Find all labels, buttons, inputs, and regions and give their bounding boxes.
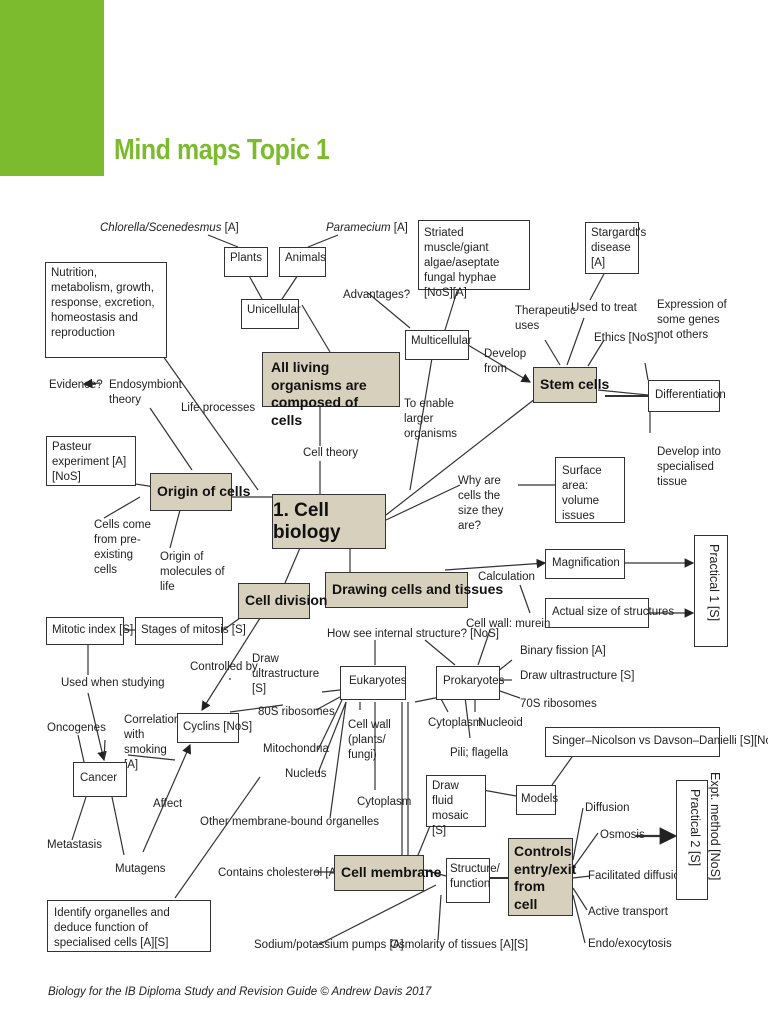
- box-structure-function: Structure/ function: [446, 858, 500, 903]
- label-cell-wall-murein: Cell wall: murein: [466, 618, 551, 630]
- box-practical-2: Practical 2 [S]: [676, 780, 708, 900]
- box-stargardt: Stargardt's disease [A]: [585, 222, 646, 274]
- label-used-when: Used when studying: [61, 677, 165, 689]
- label-draw-ultra-euk: Draw ultrastructure [S]: [252, 653, 320, 695]
- box-stages-mitosis: Stages of mitosis [S]: [135, 617, 246, 645]
- label-nucleoid: Nucleoid: [478, 717, 523, 729]
- label-develop-into: Develop into specialised tissue: [657, 446, 721, 488]
- label-endosymbiont: Endosymbiont theory: [109, 379, 182, 406]
- label-therapeutic-uses: Therapeutic uses: [515, 305, 576, 332]
- box-plants: Plants: [224, 247, 268, 277]
- label-calculation: Calculation: [478, 571, 535, 583]
- label-paramecium-tag: [A]: [390, 222, 408, 234]
- practical-1-text: Practical 1 [S]: [707, 544, 721, 622]
- label-origin-molecules: Origin of molecules of life: [160, 551, 225, 593]
- box-actual-size: Actual size of structures: [545, 598, 674, 628]
- box-magnification: Magnification: [545, 549, 625, 579]
- box-mitotic-index: Mitotic index [S]: [46, 617, 133, 645]
- label-diffusion: Diffusion: [585, 802, 630, 814]
- box-practical-1: Practical 1 [S]: [694, 535, 728, 647]
- footer-credit: Biology for the IB Diploma Study and Rev…: [48, 986, 432, 998]
- label-endo-exocytosis: Endo/exocytosis: [588, 938, 672, 950]
- box-draw-fluid-mosaic: Draw fluid mosaic [S]: [426, 775, 486, 837]
- box-pasteur: Pasteur experiment [A][NoS]: [46, 436, 136, 486]
- label-life-processes: Life processes: [181, 402, 256, 414]
- box-nutrition: Nutrition, metabolism, growth, response,…: [45, 262, 167, 358]
- label-why-size: Why are cells the size they are?: [458, 475, 504, 532]
- label-correlation: Correlation with smoking [A]: [124, 714, 181, 771]
- label-expression: Expression of some genes not others: [657, 299, 727, 341]
- label-ethics: Ethics [NoS]: [594, 332, 658, 344]
- label-paramecium: Paramecium [A]: [326, 221, 408, 236]
- label-cell-theory: Cell theory: [301, 446, 360, 461]
- label-mitochondria: Mitochondria: [263, 743, 329, 755]
- box-prokaryotes: Prokaryotes: [436, 666, 504, 700]
- node-stem-cells: Stem cells: [533, 367, 609, 403]
- label-chlorella: Chlorella/Scenedesmus [A]: [100, 221, 239, 236]
- label-affect: Affect: [153, 798, 183, 810]
- header-color-block: [0, 0, 104, 176]
- label-sodium-potassium: Sodium/potassium pumps [A]: [254, 939, 404, 951]
- label-chlorella-name: Chlorella/Scenedesmus: [100, 222, 222, 234]
- label-cytoplasm-prok: Cytoplasm: [428, 717, 483, 729]
- node-controls-entry-exit: Controls entry/exit from cell: [508, 838, 576, 916]
- label-develop-from: Develop from: [484, 348, 527, 375]
- label-osmosis: Osmosis: [600, 829, 645, 841]
- practical-2-text: Practical 2 [S]: [688, 789, 702, 867]
- label-paramecium-name: Paramecium: [326, 222, 391, 234]
- label-cell-wall-plants: Cell wall (plants/ fungi): [348, 719, 391, 761]
- label-to-enable: To enable larger organisms: [404, 398, 458, 440]
- label-osmolarity: Osmolarity of tissues [A][S]: [390, 939, 529, 951]
- label-evidence: Evidence?: [49, 379, 103, 391]
- label-pili: Pili; flagella: [450, 747, 509, 759]
- box-differentiation: Differentiation: [648, 380, 726, 412]
- label-controlled-by: Controlled by: [190, 661, 258, 673]
- node-cell-biology: 1. Cell biology: [272, 494, 386, 549]
- label-contains-cholesterol: Contains cholesterol [A]: [218, 867, 340, 879]
- label-cells-come: Cells come from pre-existing cells: [94, 519, 151, 576]
- label-80s-ribosomes: 80S ribosomes: [258, 706, 335, 718]
- box-striated-muscle: Striated muscle/giant algae/aseptate fun…: [418, 220, 530, 299]
- label-oncogenes: Oncogenes: [47, 722, 106, 734]
- label-binary-fission: Binary fission [A]: [520, 645, 606, 657]
- box-cancer: Cancer: [73, 762, 127, 797]
- box-identify-organelles: Identify organelles and deduce function …: [47, 900, 211, 952]
- box-singer-nicolson: Singer–Nicolson vs Davson–Danielli [S][N…: [545, 727, 768, 757]
- node-origin-of-cells: Origin of cells: [150, 473, 250, 511]
- box-models: Models: [516, 785, 558, 815]
- node-cell-membrane: Cell membrane: [334, 855, 441, 891]
- box-cyclins: Cyclins [NoS]: [177, 713, 252, 743]
- label-nucleus: Nucleus: [285, 768, 327, 780]
- box-surface-area: Surface area: volume issues: [555, 457, 625, 523]
- label-cytoplasm-euk: Cytoplasm: [357, 796, 412, 808]
- node-cell-division: Cell division: [238, 583, 327, 619]
- label-used-to-treat: Used to treat: [571, 302, 637, 314]
- page-title: Mind maps Topic 1: [114, 134, 330, 166]
- label-draw-ultra-prok: Draw ultrastructure [S]: [520, 670, 635, 682]
- node-all-living-organisms: All living organisms are composed of cel…: [262, 352, 400, 428]
- box-multicellular: Multicellular: [405, 330, 472, 360]
- label-advantages: Advantages?: [343, 289, 411, 301]
- label-chlorella-tag: [A]: [221, 222, 239, 234]
- label-metastasis: Metastasis: [47, 839, 102, 851]
- label-70s-ribosomes: 70S ribosomes: [520, 698, 597, 710]
- node-drawing-cells: Drawing cells and tissues: [325, 572, 503, 608]
- label-expt-method: Expt. method [NoS]: [708, 772, 722, 881]
- label-other-organelles: Other membrane-bound organelles: [200, 816, 379, 828]
- label-how-see: How see internal structure? [NoS]: [327, 628, 499, 640]
- box-eukaryotes: Eukaryotes: [340, 666, 407, 700]
- label-facilitated-diffusion: Facilitated diffusion: [588, 870, 687, 882]
- label-active-transport: Active transport: [588, 906, 668, 918]
- label-mutagens: Mutagens: [115, 863, 166, 875]
- box-unicellular: Unicellular: [241, 299, 301, 329]
- box-animals: Animals: [279, 247, 326, 277]
